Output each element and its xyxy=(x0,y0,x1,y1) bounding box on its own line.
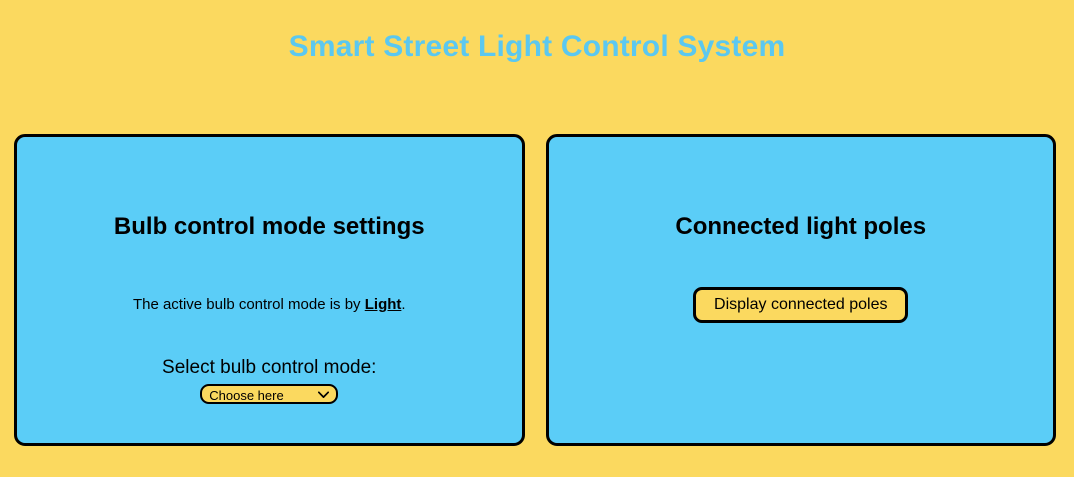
mode-select-label: Select bulb control mode: xyxy=(162,357,377,378)
bulb-control-mode-panel: Bulb control mode settings The active bu… xyxy=(14,134,525,446)
page-title: Smart Street Light Control System xyxy=(288,30,786,63)
active-mode-status-prefix: The active bulb control mode is by xyxy=(132,296,365,313)
active-mode-status: The active bulb control mode is by Light… xyxy=(31,241,508,315)
active-mode-value: Light xyxy=(364,296,402,313)
bulb-control-mode-panel-title: Bulb control mode settings xyxy=(113,213,425,240)
active-mode-status-suffix: . xyxy=(401,296,406,313)
display-poles-block: Display connected poles xyxy=(563,287,1040,323)
bulb-control-mode-select[interactable]: Choose here xyxy=(200,384,339,404)
connected-light-poles-panel: Connected light poles Display connected … xyxy=(545,134,1056,446)
mode-select-block: Select bulb control mode: Choose here xyxy=(31,357,508,405)
connected-light-poles-panel-title: Connected light poles xyxy=(675,213,927,240)
panels-row: Bulb control mode settings The active bu… xyxy=(14,134,1056,446)
display-connected-poles-button[interactable]: Display connected poles xyxy=(693,287,909,323)
mode-select-wrapper: Choose here xyxy=(200,384,339,405)
